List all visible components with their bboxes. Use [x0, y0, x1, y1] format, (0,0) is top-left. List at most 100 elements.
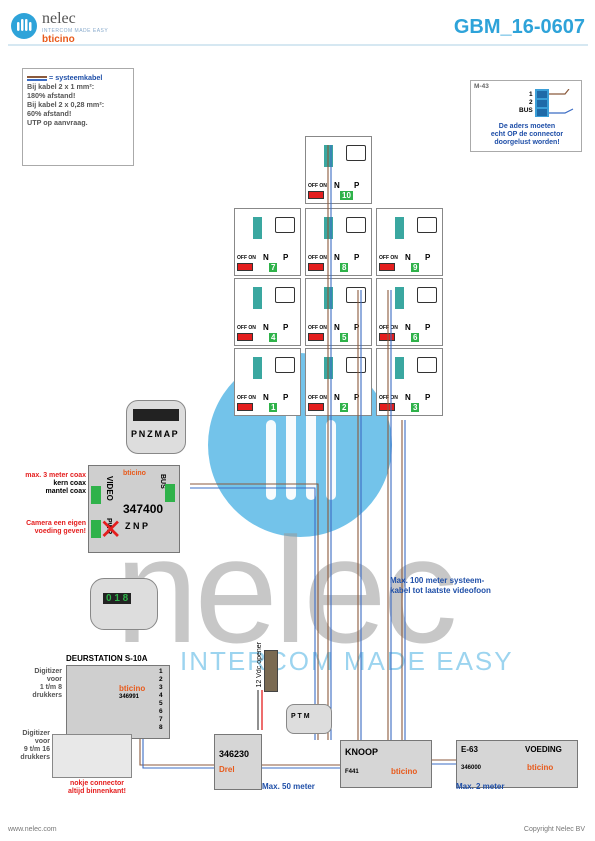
n-label: N: [405, 393, 411, 402]
n-label: N: [405, 323, 411, 332]
terminal-block: [395, 287, 404, 309]
video-module-pwr-label: PWR: [105, 518, 112, 535]
footer-copyright: Copyright Nelec BV: [523, 826, 585, 833]
monitor-icon: [346, 217, 366, 233]
monitor-number: 6: [411, 333, 420, 342]
watermark-tagline: INTERCOM MADE EASY: [180, 646, 514, 676]
cable-note-line: Bij kabel 2 x 1 mm²:: [27, 82, 95, 91]
offon-switch: [308, 403, 324, 411]
monitor-icon: [275, 287, 295, 303]
terminal-block: [91, 520, 101, 538]
offon-switch: [237, 403, 253, 411]
terminal-block: [395, 357, 404, 379]
door-opener: [264, 650, 278, 692]
offon-label: OFF ON: [308, 395, 327, 401]
digitizer-module: [52, 734, 132, 778]
monitor-number: 3: [411, 403, 420, 412]
n-label: N: [334, 181, 340, 190]
psu-module: E-63 VOEDING 346000 bticino: [456, 740, 578, 788]
m43-pin1: 1: [529, 91, 533, 98]
n-label: N: [263, 253, 269, 262]
offon-label: OFF ON: [237, 395, 256, 401]
max-50-note: Max. 50 meter: [262, 782, 315, 791]
offon-label: OFF ON: [237, 325, 256, 331]
video-module-dip-top: P N Z M A P: [131, 429, 178, 439]
relay-dip-callout: P T M: [286, 704, 332, 734]
offon-label: OFF ON: [308, 255, 327, 261]
offon-switch: [379, 403, 395, 411]
nelec-logo: nelec INTERCOM MADE EASY bticino: [10, 10, 140, 45]
p-label: P: [354, 253, 360, 262]
coax-core-note: kern coax: [53, 480, 86, 487]
psu-brand: bticino: [527, 763, 554, 772]
max-2-note: Max. 2 meter: [456, 782, 505, 791]
relay-model: 346230: [219, 749, 250, 759]
monitor-icon: [346, 357, 366, 373]
n-label: N: [334, 323, 340, 332]
header-divider: [8, 44, 588, 46]
offon-switch: [308, 263, 324, 271]
p-label: P: [283, 253, 289, 262]
offon-label: OFF ON: [237, 255, 256, 261]
offon-label: OFF ON: [308, 325, 327, 331]
p-label: P: [354, 323, 360, 332]
doorstation-dip-callout: 0 1 8: [90, 578, 158, 630]
n-label: N: [334, 253, 340, 262]
relay-dip: P T M: [291, 713, 310, 720]
video-module: bticino VIDEO BUS 347400 PWR Z N P ✕: [88, 465, 180, 553]
offon-switch: [379, 333, 395, 341]
coax-note: max. 3 meter coax: [25, 472, 86, 479]
cable-note-title: = systeemkabel: [27, 73, 129, 82]
p-label: P: [283, 323, 289, 332]
terminal-block: [253, 217, 262, 239]
logo-tagline: INTERCOM MADE EASY: [42, 28, 109, 34]
p-label: P: [425, 393, 431, 402]
monitor-icon: [346, 287, 366, 303]
coax-shield-note: mantel coax: [45, 488, 86, 495]
terminal-block: [91, 486, 101, 504]
m43-pin2: 2: [529, 99, 533, 106]
knoop-title: KNOOP: [345, 747, 379, 757]
terminal-block: [253, 357, 262, 379]
offon-switch: [308, 191, 324, 199]
knoop-brand: bticino: [391, 767, 418, 776]
doorstation-dip-values: 0 1 8: [103, 593, 132, 604]
crossed-out-icon: ✕: [99, 514, 123, 545]
n-label: N: [334, 393, 340, 402]
video-module-video-label: VIDEO: [105, 476, 114, 501]
p-label: P: [283, 393, 289, 402]
terminal-block: [165, 484, 175, 502]
video-module-dip-bottom: Z N P: [125, 521, 149, 531]
knoop-model: F441: [345, 769, 359, 775]
logo-icon: [11, 13, 37, 39]
video-left-notes: max. 3 meter coax kern coax mantel coax: [6, 472, 86, 496]
terminal-block: [253, 287, 262, 309]
cable-note-line: 60% afstand!: [27, 109, 72, 118]
p-label: P: [425, 323, 431, 332]
video-module-brand: bticino: [123, 470, 146, 477]
relay-brand: Drel: [219, 765, 235, 774]
monitor-icon: [346, 145, 366, 161]
terminal-block: [395, 217, 404, 239]
monitor-icon: [417, 287, 437, 303]
offon-switch: [379, 263, 395, 271]
monitor-icon: [417, 357, 437, 373]
logo-subbrand: bticino: [42, 34, 75, 45]
knoop-module: KNOOP F441 bticino: [340, 740, 432, 788]
doorstation-model: 346991: [119, 694, 140, 700]
monitor-icon: [417, 217, 437, 233]
